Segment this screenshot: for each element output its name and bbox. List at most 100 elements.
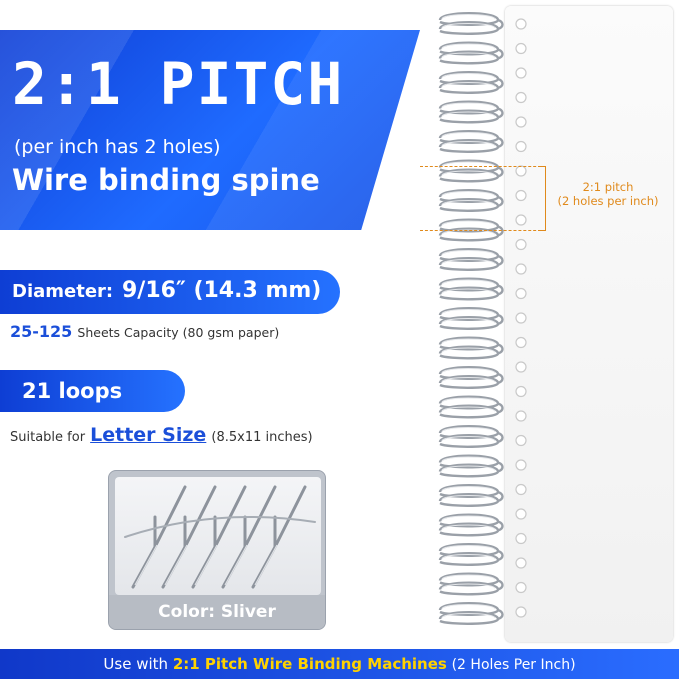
wire-loop [438, 100, 504, 124]
page-title: 2:1 PITCH [12, 50, 345, 118]
pitch-guide [420, 166, 546, 231]
pitch-bracket [538, 166, 546, 231]
wire-loop-tip [497, 107, 504, 119]
paper-hole [515, 410, 527, 422]
wire-loop-tip [497, 579, 504, 591]
paper-hole [515, 238, 527, 251]
wire-loop-highlight [441, 397, 496, 403]
paper-sheet [505, 6, 673, 642]
paper-hole [515, 532, 527, 545]
wire-loop-tip [497, 48, 504, 60]
size-highlight: Letter Size [90, 424, 207, 446]
wire-loop-highlight [441, 161, 496, 167]
wire-closeup-illustration [124, 485, 316, 589]
paper-hole [515, 287, 527, 300]
wire-loop [438, 130, 504, 153]
product-name: Wire binding spine [12, 163, 320, 197]
paper-hole [515, 508, 527, 520]
wire-loop [438, 543, 504, 566]
wire-loop [438, 366, 504, 389]
wire-loop [438, 336, 504, 360]
wire-loop-tip [497, 166, 504, 178]
wire-loop-highlight [441, 23, 496, 29]
wire-loop-highlight [441, 456, 496, 462]
paper-hole [515, 18, 527, 30]
footer-highlight: 2:1 Pitch Wire Binding Machines [172, 655, 447, 673]
paper-hole [515, 140, 527, 153]
wire-loop-highlight [441, 613, 496, 619]
wire-loop-tip [497, 195, 504, 208]
wire-loop-highlight [441, 377, 496, 383]
wire-loop-tip [497, 343, 504, 355]
paper-hole [515, 116, 527, 128]
wire-loop-highlight [441, 604, 496, 610]
wire-loop [438, 454, 504, 478]
wire-loop-highlight [441, 545, 496, 551]
wire-loop-tip [497, 461, 504, 473]
paper-hole [515, 385, 527, 398]
pitch-subtitle: (per inch has 2 holes) [14, 136, 221, 158]
wire-loop [438, 425, 504, 448]
diameter-value: 9/16″ (14.3 mm) [122, 278, 322, 303]
paper-hole [515, 361, 527, 373]
wire-loop-highlight [441, 583, 496, 589]
paper-hole [515, 91, 527, 104]
wire-loop-highlight [441, 427, 496, 433]
wire-loop-highlight [441, 191, 496, 197]
wire-loop [438, 484, 504, 507]
pitch-callout-detail: (2 holes per inch) [557, 194, 659, 208]
loops-value: 21 loops [22, 379, 123, 403]
wire-loop-highlight [441, 259, 496, 265]
diameter-badge: Diameter: 9/16″ (14.3 mm) [0, 270, 340, 314]
wire-loop [438, 12, 504, 35]
wire-loop-tip [497, 372, 504, 385]
wire-loop-highlight [441, 406, 496, 412]
footer-banner: Use with 2:1 Pitch Wire Binding Machines… [0, 649, 679, 679]
wire-loop-highlight [441, 524, 496, 530]
wire-loop-highlight [441, 141, 496, 147]
wire-loop [438, 71, 504, 94]
wire-loop [438, 277, 504, 301]
wire-loop-tip [497, 284, 504, 296]
wire-loop-highlight [441, 465, 496, 471]
paper-hole [515, 557, 527, 569]
wire-loop-highlight [441, 554, 496, 560]
paper-hole [515, 434, 527, 447]
footer-suffix: (2 Holes Per Inch) [451, 657, 576, 673]
wire-loop [438, 572, 504, 596]
wire-loop [438, 189, 504, 212]
wire-loop-highlight [441, 368, 496, 374]
wire-loop [438, 41, 504, 65]
footer-prefix: Use with [103, 655, 169, 673]
wire-loop [438, 602, 504, 625]
paper-hole [515, 189, 527, 202]
wire-loop-highlight [441, 102, 496, 108]
wire-loop-highlight [441, 200, 496, 206]
paper-hole [515, 214, 527, 226]
capacity-text: Sheets Capacity (80 gsm paper) [77, 325, 280, 340]
wire-loop-highlight [441, 132, 496, 138]
wire-loop-tip [497, 254, 504, 267]
wire-loop-tip [497, 549, 504, 562]
color-swatch-card: Color: Sliver [108, 470, 326, 630]
wire-loop-highlight [441, 279, 496, 285]
capacity-number: 25-125 [10, 322, 73, 341]
wire-loop-highlight [441, 495, 496, 501]
pitch-callout-title: 2:1 pitch [582, 180, 634, 194]
paper-hole [515, 42, 527, 55]
pitch-callout: 2:1 pitch (2 holes per inch) [548, 180, 668, 208]
size-prefix: Suitable for [10, 430, 86, 445]
wire-loop-highlight [441, 515, 496, 521]
wire-loop-highlight [441, 288, 496, 294]
paper-hole [515, 459, 527, 471]
wire-loop-tip [497, 520, 504, 532]
paper-hole [515, 336, 527, 349]
wire-spine [438, 12, 504, 625]
wire-loop-highlight [441, 43, 496, 49]
loops-badge: 21 loops [0, 370, 185, 412]
wire-loop-highlight [441, 220, 496, 226]
size-line: Suitable for Letter Size (8.5x11 inches) [10, 424, 313, 446]
paper-hole [515, 312, 527, 324]
wire-loop-highlight [441, 309, 496, 315]
